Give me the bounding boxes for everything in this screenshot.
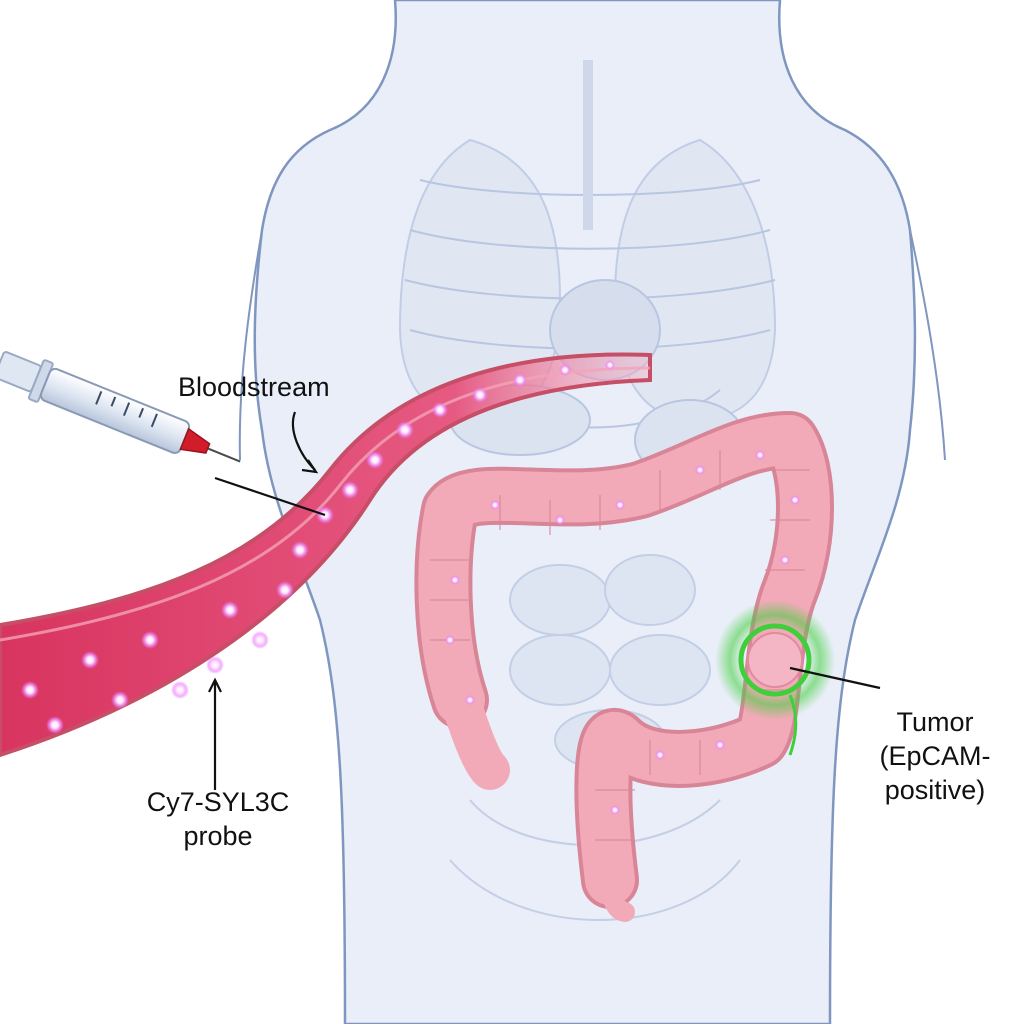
leader-lines: [208, 411, 881, 790]
tumor: [715, 600, 835, 756]
colon: [414, 411, 834, 922]
label-probe-line1: Cy7-SYL3C: [146, 787, 290, 817]
label-tumor: Tumor (EpCAM- positive): [855, 705, 1015, 807]
label-tumor-line1: Tumor: [896, 707, 974, 737]
label-bloodstream: Bloodstream: [178, 370, 330, 404]
label-tumor-line3: positive): [884, 775, 986, 805]
vessel-probe-dots: [21, 360, 615, 734]
label-tumor-line2: (EpCAM-: [879, 741, 991, 771]
blood-vessel: [0, 352, 652, 758]
label-bloodstream-text: Bloodstream: [178, 372, 330, 402]
label-probe: Cy7-SYL3C probe: [118, 785, 318, 853]
colon-probe-dots: [445, 450, 800, 815]
syringe-icon: [0, 351, 241, 463]
label-probe-line2: probe: [183, 821, 253, 851]
